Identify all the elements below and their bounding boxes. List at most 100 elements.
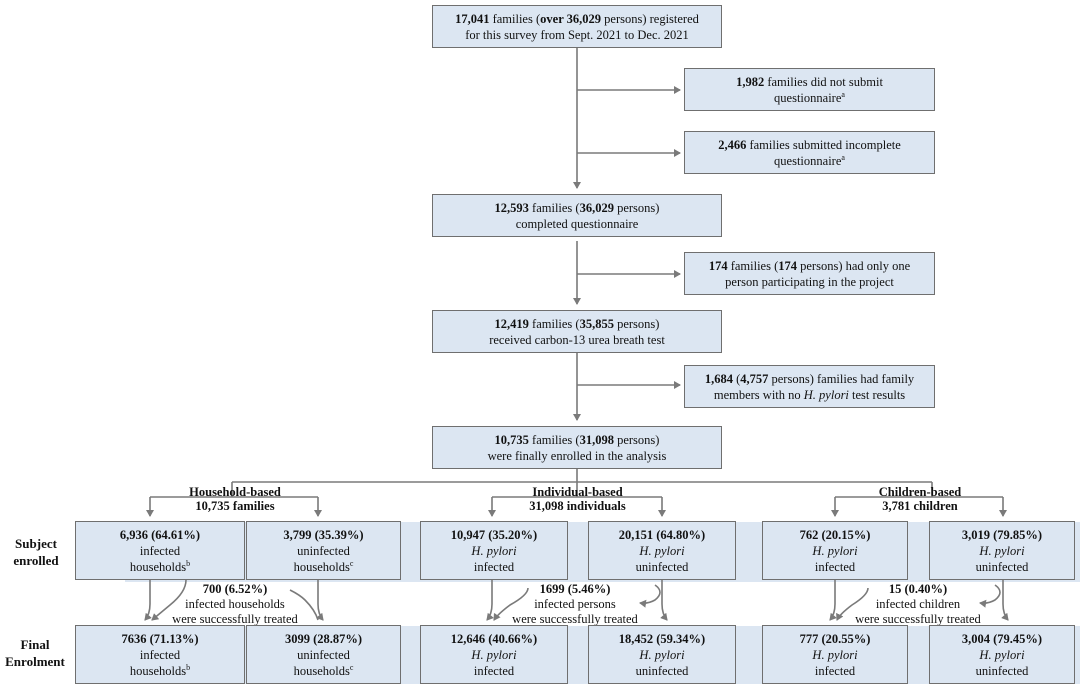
final-persons: 31,098 [579, 432, 614, 447]
final-label-1: Final [20, 637, 50, 652]
line1: uninfected [297, 543, 350, 558]
subject-individual-uninfected: 20,151 (64.80%) H. pylori uninfected [588, 521, 736, 580]
final-label-2: Enrolment [5, 654, 65, 669]
footnote-b: b [186, 662, 191, 672]
no-results-hpylori: H. pylori [803, 387, 849, 402]
footnote-c: c [349, 558, 354, 568]
children-treated-value: 15 (0.40%) [888, 582, 948, 596]
line1: H. pylori [812, 647, 858, 662]
completed-text-2: persons) [613, 200, 660, 215]
final-household-uninfected: 3099 (28.87%) uninfected householdsc [246, 625, 401, 684]
line1: uninfected [297, 647, 350, 662]
registered-families: 17,041 [455, 11, 490, 26]
line2: uninfected [635, 663, 689, 678]
children-sub: 3,781 children [882, 499, 958, 513]
no-questionnaire-count: 1,982 [736, 74, 765, 89]
completed-box: 12,593 families (36,029 persons) complet… [432, 194, 722, 237]
line2: infected [473, 663, 515, 678]
line2: households [293, 559, 350, 574]
final-household-infected: 7636 (71.13%) infected householdsb [75, 625, 245, 684]
final-individual-infected: 12,646 (40.66%) H. pylori infected [420, 625, 568, 684]
children-group-label: Children-based 3,781 children [860, 485, 980, 513]
final-children-uninfected: 3,004 (79.45%) H. pylori uninfected [929, 625, 1075, 684]
breath-test-box: 12,419 families (35,855 persons) receive… [432, 310, 722, 353]
line1: H. pylori [471, 543, 517, 558]
line1: H. pylori [979, 647, 1025, 662]
one-person-text-2: persons) had only one [797, 258, 911, 273]
footnote-c: c [349, 662, 354, 672]
footnote-b: b [186, 558, 191, 568]
subject-household-uninfected: 3,799 (35.39%) uninfected householdsc [246, 521, 401, 580]
registered-line2: for this survey from Sept. 2021 to Dec. … [465, 27, 689, 42]
line1: H. pylori [812, 543, 858, 558]
one-person-text-1: families ( [727, 258, 779, 273]
individual-treated-value: 1699 (5.46%) [539, 582, 611, 596]
no-results-persons: 4,757 [740, 371, 769, 386]
one-person-families: 174 [708, 258, 728, 273]
incomplete-line2: questionnaire [774, 153, 842, 168]
final-enrolment-label: Final Enrolment [2, 636, 68, 670]
household-group-label: Household-based 10,735 families [175, 485, 295, 513]
household-title: Household-based [189, 485, 281, 499]
completed-families: 12,593 [494, 200, 529, 215]
subject-children-uninfected: 3,019 (79.85%) H. pylori uninfected [929, 521, 1075, 580]
no-results-box: 1,684 (4,757 persons) families had famil… [684, 365, 935, 408]
value: 20,151 (64.80%) [618, 527, 706, 542]
no-results-text-2: persons) families had family [768, 371, 915, 386]
footnote-a-2: a [841, 152, 845, 162]
no-results-line2c: test results [848, 387, 906, 402]
no-results-families: 1,684 [704, 371, 733, 386]
individual-treated-line1: infected persons [534, 597, 616, 611]
completed-text-1: families ( [528, 200, 580, 215]
breath-families: 12,419 [494, 316, 529, 331]
breath-text-1: families ( [528, 316, 580, 331]
final-text-1: families ( [528, 432, 580, 447]
registered-persons: over 36,029 [540, 11, 602, 26]
incomplete-text: families submitted incomplete [746, 137, 901, 152]
breath-persons: 35,855 [579, 316, 614, 331]
subject-children-infected: 762 (20.15%) H. pylori infected [762, 521, 908, 580]
value: 18,452 (59.34%) [618, 631, 706, 646]
children-treated-label: 15 (0.40%) infected children were succes… [843, 582, 993, 627]
individual-treated-line2: were successfully treated [512, 612, 638, 626]
value: 3099 (28.87%) [284, 631, 363, 646]
line1: H. pylori [639, 647, 685, 662]
no-questionnaire-line2: questionnaire [774, 90, 842, 105]
line1: infected [139, 543, 181, 558]
footnote-a-1: a [841, 89, 845, 99]
final-enrolled-box: 10,735 families (31,098 persons) were fi… [432, 426, 722, 469]
individual-sub: 31,098 individuals [529, 499, 626, 513]
subject-label-1: Subject [15, 536, 57, 551]
children-treated-line2: were successfully treated [855, 612, 981, 626]
line2: infected [814, 559, 856, 574]
final-text-2: persons) [613, 432, 660, 447]
one-person-line2: person participating in the project [725, 274, 894, 289]
subject-individual-infected: 10,947 (35.20%) H. pylori infected [420, 521, 568, 580]
line2: households [129, 663, 187, 678]
line2: infected [473, 559, 515, 574]
subject-label-2: enrolled [13, 553, 59, 568]
children-title: Children-based [878, 485, 962, 499]
registered-text-2: persons) registered [601, 11, 699, 26]
individual-treated-label: 1699 (5.46%) infected persons were succe… [500, 582, 650, 627]
line2: uninfected [975, 663, 1029, 678]
line2: infected [814, 663, 856, 678]
incomplete-questionnaire-box: 2,466 families submitted incomplete ques… [684, 131, 935, 174]
one-person-persons: 174 [778, 258, 797, 273]
line1: H. pylori [471, 647, 517, 662]
subject-enrolled-label: Subject enrolled [5, 535, 67, 569]
value: 3,019 (79.85%) [961, 527, 1043, 542]
final-children-infected: 777 (20.55%) H. pylori infected [762, 625, 908, 684]
breath-line2: received carbon-13 urea breath test [489, 332, 665, 347]
completed-line2: completed questionnaire [515, 216, 639, 231]
final-families: 10,735 [494, 432, 529, 447]
value: 777 (20.55%) [799, 631, 871, 646]
no-results-line2a: members with no [713, 387, 804, 402]
value: 7636 (71.13%) [121, 631, 199, 646]
value: 10,947 (35.20%) [450, 527, 538, 542]
line2: households [129, 559, 187, 574]
no-questionnaire-text: families did not submit [764, 74, 883, 89]
subject-household-infected: 6,936 (64.61%) infected householdsb [75, 521, 245, 580]
individual-title: Individual-based [532, 485, 623, 499]
